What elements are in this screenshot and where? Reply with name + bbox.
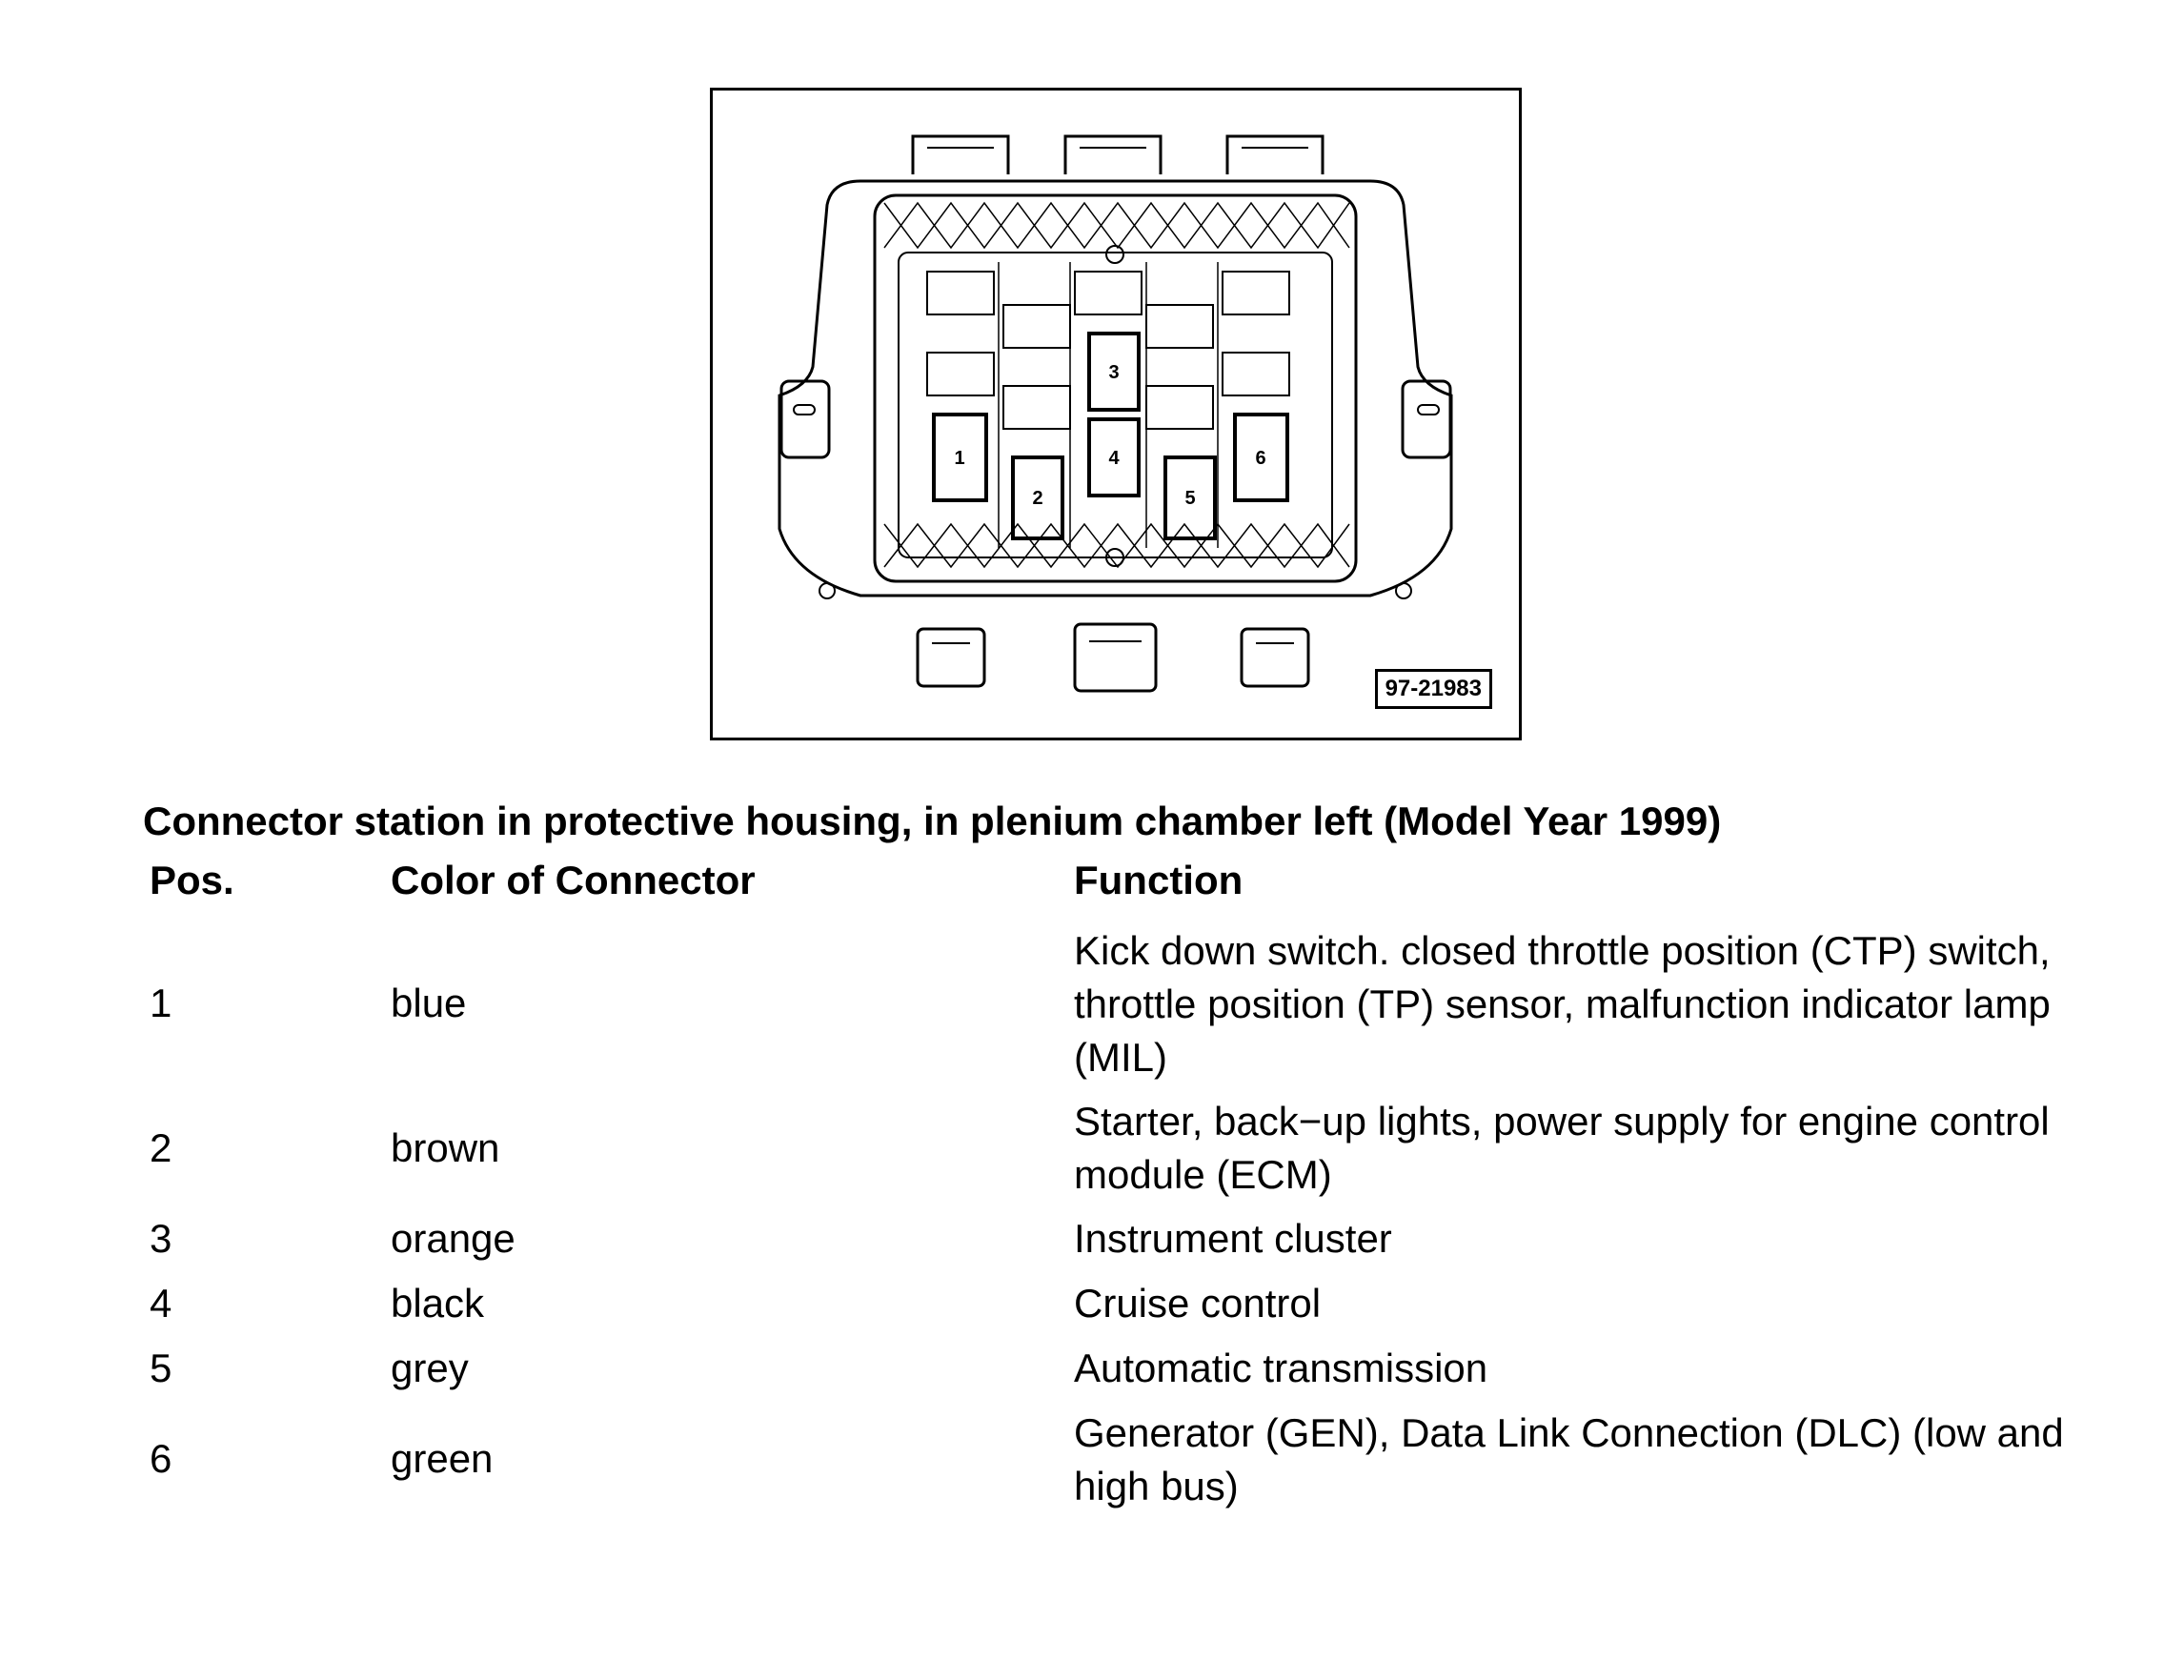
row-6-color: green — [391, 1436, 494, 1481]
connector-station-figure: 1 2 3 4 5 6 97-21983 — [710, 88, 1522, 740]
row-2-color: brown — [391, 1125, 500, 1170]
header-color: Color of Connector — [391, 858, 756, 902]
row-3-color: orange — [391, 1216, 516, 1261]
row-3-function: Instrument cluster — [1074, 1216, 1392, 1261]
connector-label-3: 3 — [1108, 362, 1119, 383]
row-3-pos: 3 — [150, 1216, 172, 1261]
row-1-color: blue — [391, 981, 467, 1025]
row-4-function: Cruise control — [1074, 1281, 1322, 1326]
row-6-pos: 6 — [150, 1436, 172, 1481]
row-5-color: grey — [391, 1346, 469, 1390]
connector-label-1: 1 — [954, 448, 964, 469]
row-5-function: Automatic transmission — [1074, 1346, 1488, 1390]
connector-label-6: 6 — [1255, 448, 1265, 469]
row-5-pos: 5 — [150, 1346, 172, 1390]
housing-drawing: 1 2 3 4 5 6 — [778, 134, 1453, 693]
row-2-function: Starter, back−up lights, power supply fo… — [1074, 1099, 2050, 1197]
row-2-pos: 2 — [150, 1125, 172, 1170]
connector-label-2: 2 — [1032, 488, 1042, 509]
row-4-color: black — [391, 1281, 485, 1326]
connector-label-4: 4 — [1108, 448, 1120, 469]
header-pos: Pos. — [150, 858, 234, 902]
row-4-pos: 4 — [150, 1281, 172, 1326]
row-6-function: Generator (GEN), Data Link Connection (D… — [1074, 1410, 2064, 1508]
figure-code: 97-21983 — [1374, 669, 1492, 709]
row-1-pos: 1 — [150, 981, 172, 1025]
caption: Connector station in protective housing,… — [143, 799, 1722, 843]
connector-label-5: 5 — [1184, 488, 1195, 509]
row-1-function: Kick down switch. closed throttle positi… — [1074, 928, 2051, 1080]
header-function: Function — [1074, 858, 1244, 902]
